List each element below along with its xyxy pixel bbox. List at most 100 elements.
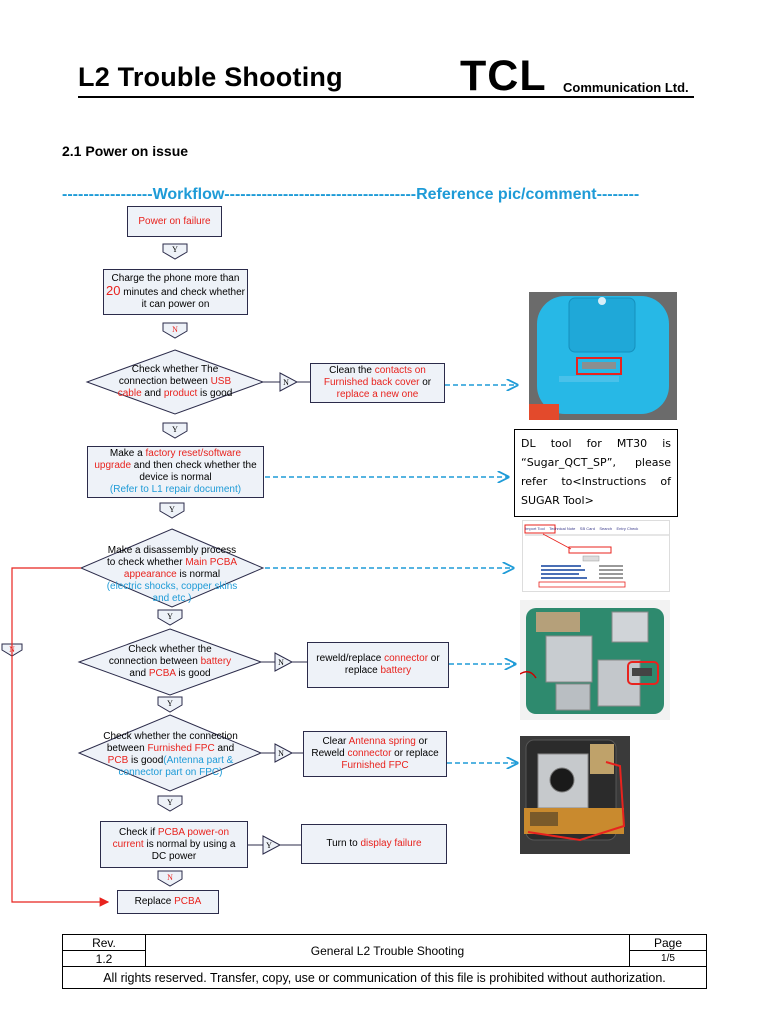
text: Turn to [326, 838, 361, 849]
step-text: Make a factory reset/software upgrade an… [94, 448, 256, 496]
decision-battery-text: Check whether the connection between bat… [95, 644, 245, 680]
doc-header-title: L2 Trouble Shooting [78, 62, 343, 92]
flowchart-connectors: Y N Y Y Y Y Y N N N N N Y [1, 243, 768, 907]
screenshot-tab: Entry Check [616, 526, 639, 531]
text: Furnished FPC [341, 760, 409, 771]
text: reweld/replace [316, 653, 385, 664]
banner-reference-label: Reference pic/comment [416, 186, 597, 203]
decision-fpc-text: Check whether the connection between Fur… [93, 731, 248, 779]
text: Check whether The [131, 364, 219, 375]
text: connector part on FPC) [118, 767, 223, 778]
ref-photo-battery-connector [520, 600, 670, 720]
step-label: Power on failure [138, 215, 211, 227]
text: product [163, 388, 198, 399]
step-text: Charge the phone more than 20 minutes an… [106, 273, 245, 311]
text: factory reset/software [145, 448, 242, 459]
decision-disassembly [79, 528, 265, 608]
screenshot-tab: Technical Note [549, 526, 576, 531]
step-text: Turn to display failure [326, 838, 421, 850]
section-title: 2.1 Power on issue [62, 143, 189, 159]
svg-text:N: N [278, 749, 284, 758]
text: Make a [109, 448, 146, 459]
text: (Antenna part & [163, 755, 234, 766]
text: and [141, 388, 164, 399]
svg-text:N: N [278, 658, 284, 667]
text: is good [128, 755, 164, 766]
rev-label: Rev. [62, 934, 146, 951]
step-text: Replace PCBA [135, 896, 202, 908]
text: PCBA [174, 896, 202, 907]
decision-usb [85, 349, 265, 415]
rev-value: 1.2 [62, 950, 146, 967]
header-rule [78, 96, 694, 98]
step-display-failure: Turn to display failure [301, 824, 447, 864]
text: Main PCBA [185, 557, 238, 568]
step-check-current: Check if PCBA power-on current is normal… [100, 821, 248, 868]
text: display failure [360, 838, 422, 849]
text: PCB [107, 755, 129, 766]
screenshot-tab: Import Tool [525, 526, 545, 531]
brand-logo-text: TCL [460, 52, 547, 100]
text: (electric shocks, copper skins [106, 581, 238, 592]
text: Furnished FPC [147, 743, 215, 754]
decision-usb-text: Check whether The connection between USB… [100, 364, 250, 400]
text: and etc.) [152, 593, 192, 604]
svg-text:N: N [9, 645, 15, 654]
minutes-number: 20 [106, 283, 121, 298]
screenshot-tab: SB Card [579, 526, 595, 531]
svg-text:Y: Y [172, 245, 178, 254]
text: appearance [123, 569, 177, 580]
banner-dashes: ------------------------------------ [224, 186, 417, 203]
text: connection between [118, 376, 211, 387]
text: it can power on [141, 299, 210, 310]
rights-statement: All rights reserved. Transfer, copy, use… [62, 966, 707, 989]
text: upgrade [94, 460, 132, 471]
text: PCBA power-on [157, 826, 230, 838]
text: or replace [391, 748, 439, 759]
text: Replace [134, 896, 175, 907]
screenshot-tab: Search [599, 526, 613, 531]
ref-photo-fpc [520, 736, 630, 854]
text: or [419, 377, 432, 388]
text: Check if [118, 826, 158, 838]
screenshot-tab-bar: Import Tool Technical Note SB Card Searc… [525, 525, 669, 533]
svg-text:N: N [167, 873, 173, 882]
doc-title: General L2 Trouble Shooting [145, 934, 630, 967]
step-clear-antenna: Clear Antenna spring or Reweld connector… [303, 731, 447, 777]
svg-text:Y: Y [167, 699, 173, 708]
text: or [428, 653, 440, 664]
text: connector [347, 748, 392, 759]
text: connection between [108, 656, 201, 667]
text: USB [210, 376, 232, 387]
text: is good [197, 388, 233, 399]
step-text: reweld/replace connector or replace batt… [316, 653, 439, 677]
text: device is normal [139, 472, 212, 483]
text: contacts on [374, 365, 426, 376]
text: PCBA [148, 668, 176, 679]
step-reweld-connector: reweld/replace connector or replace batt… [307, 642, 449, 688]
text: and then check whether the [131, 460, 257, 471]
step-replace-pcba: Replace PCBA [117, 890, 219, 914]
text: Clean the [329, 365, 375, 376]
banner-dashes: ----------------- [62, 186, 153, 203]
ref-photo-back-cover [529, 292, 677, 420]
text: Charge the phone more than [111, 273, 240, 284]
banner-workflow-label: Workflow [152, 186, 225, 203]
text: current [112, 838, 144, 850]
text: cable [117, 388, 142, 399]
step-power-on-failure: Power on failure [127, 206, 222, 237]
text: Furnished back cover [323, 377, 420, 388]
decision-battery [77, 628, 263, 696]
company-name: Communication Ltd. [563, 80, 689, 95]
text: Check whether the [128, 644, 212, 655]
svg-text:N: N [172, 325, 178, 334]
svg-text:Y: Y [167, 798, 173, 807]
text: battery [380, 665, 412, 676]
text: Check whether the connection [103, 731, 238, 742]
workflow-banner: -----------------Workflow---------------… [62, 186, 639, 204]
text: (Refer to L1 repair document) [109, 484, 242, 495]
text: Clear [322, 736, 349, 747]
svg-text:N: N [283, 378, 289, 387]
step-text: Clear Antenna spring or Reweld connector… [311, 736, 438, 772]
text: DC power [151, 850, 197, 862]
